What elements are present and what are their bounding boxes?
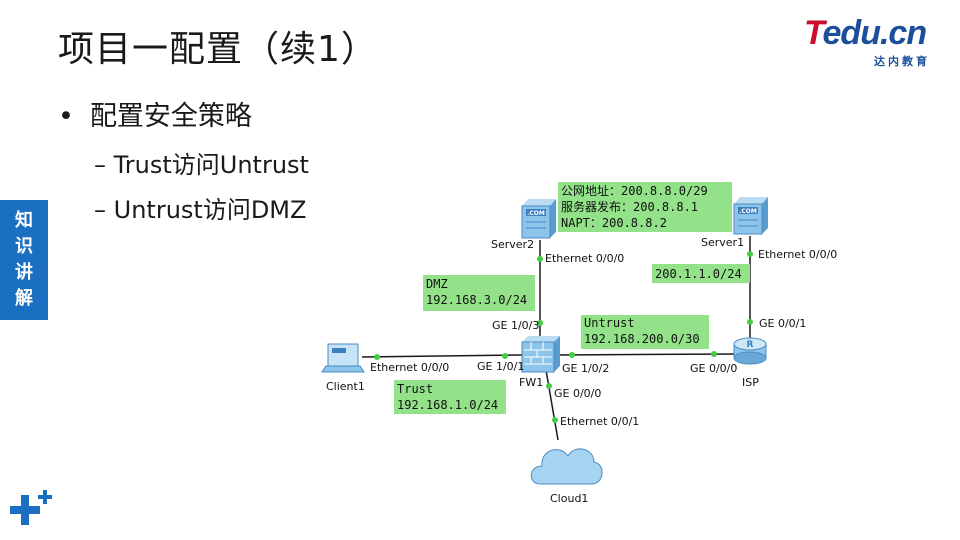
label-server1: Server1 (701, 236, 744, 249)
sub-bullet-2: – Untrust访问DMZ (94, 196, 307, 224)
note-untrust: Untrust 192.168.200.0/30 (581, 315, 709, 349)
logo-brand: Tedu.cn (804, 14, 927, 52)
note-dmz: DMZ 192.168.3.0/24 (423, 275, 535, 311)
port-fw-ge000: GE 0/0/0 (554, 387, 601, 400)
port-isp-ge001: GE 0/0/1 (759, 317, 806, 330)
port-client1-eth: Ethernet 0/0/0 (370, 361, 449, 374)
label-cloud1: Cloud1 (550, 492, 588, 505)
svg-text:192.168.3.0/24: 192.168.3.0/24 (426, 293, 527, 307)
client1-icon (321, 343, 365, 373)
firewall-fw1-icon (521, 336, 560, 373)
svg-text:R: R (747, 340, 754, 350)
tedu-logo: Tedu.cn 达内教育 (804, 14, 944, 70)
svg-text:192.168.1.0/24: 192.168.1.0/24 (397, 398, 498, 412)
note-server1-net: 200.1.1.0/24 (652, 264, 750, 283)
port-fw-ge103: GE 1/0/3 (492, 319, 539, 332)
router-isp-icon: R (733, 337, 767, 365)
sub-bullet-1: – Trust访问Untrust (94, 151, 309, 179)
svg-text:200.1.1.0/24: 200.1.1.0/24 (655, 267, 742, 281)
svg-text:服务器发布：200.8.8.1: 服务器发布：200.8.8.1 (561, 199, 698, 214)
link-fw1-cloud1 (545, 369, 559, 441)
svg-text:.COM: .COM (527, 210, 545, 217)
port-isp-ge000: GE 0/0/0 (690, 362, 737, 375)
label-fw1: FW1 (519, 376, 543, 389)
bullet-main: •配置安全策略 (58, 101, 252, 132)
label-server2: Server2 (491, 238, 534, 251)
svg-text:Trust: Trust (397, 382, 433, 396)
port-fw-ge102: GE 1/0/2 (562, 362, 609, 375)
port-server1-eth: Ethernet 0/0/0 (758, 248, 837, 261)
server2-icon: .COM (521, 199, 556, 239)
server1-icon: .COM (733, 197, 768, 235)
cloud1-icon (530, 448, 603, 485)
plus-decoration-icon (10, 490, 52, 525)
logo-subtitle: 达内教育 (874, 55, 930, 68)
link-fw1-isp (555, 353, 735, 356)
svg-text:Untrust: Untrust (584, 316, 635, 330)
label-isp: ISP (742, 376, 759, 389)
port-fw-ge101: GE 1/0/1 (477, 360, 524, 373)
slide-title: 项目一配置（续1） (58, 29, 378, 70)
note-trust: Trust 192.168.1.0/24 (394, 380, 506, 414)
label-client1: Client1 (326, 380, 365, 393)
svg-text:DMZ: DMZ (426, 277, 448, 291)
port-server2-eth: Ethernet 0/0/0 (545, 252, 624, 265)
svg-text:192.168.200.0/30: 192.168.200.0/30 (584, 332, 700, 346)
svg-text:NAPT：200.8.8.2: NAPT：200.8.8.2 (561, 216, 667, 230)
svg-text:公网地址：200.8.8.0/29: 公网地址：200.8.8.0/29 (561, 184, 708, 198)
svg-text:.COM: .COM (739, 208, 757, 215)
link-client1-fw1 (361, 354, 523, 358)
note-public: 公网地址：200.8.8.0/29 服务器发布：200.8.8.1 NAPT：2… (558, 182, 732, 232)
side-tab: 知 识 讲 解 (0, 200, 48, 320)
port-cloud-eth: Ethernet 0/0/1 (560, 415, 639, 428)
